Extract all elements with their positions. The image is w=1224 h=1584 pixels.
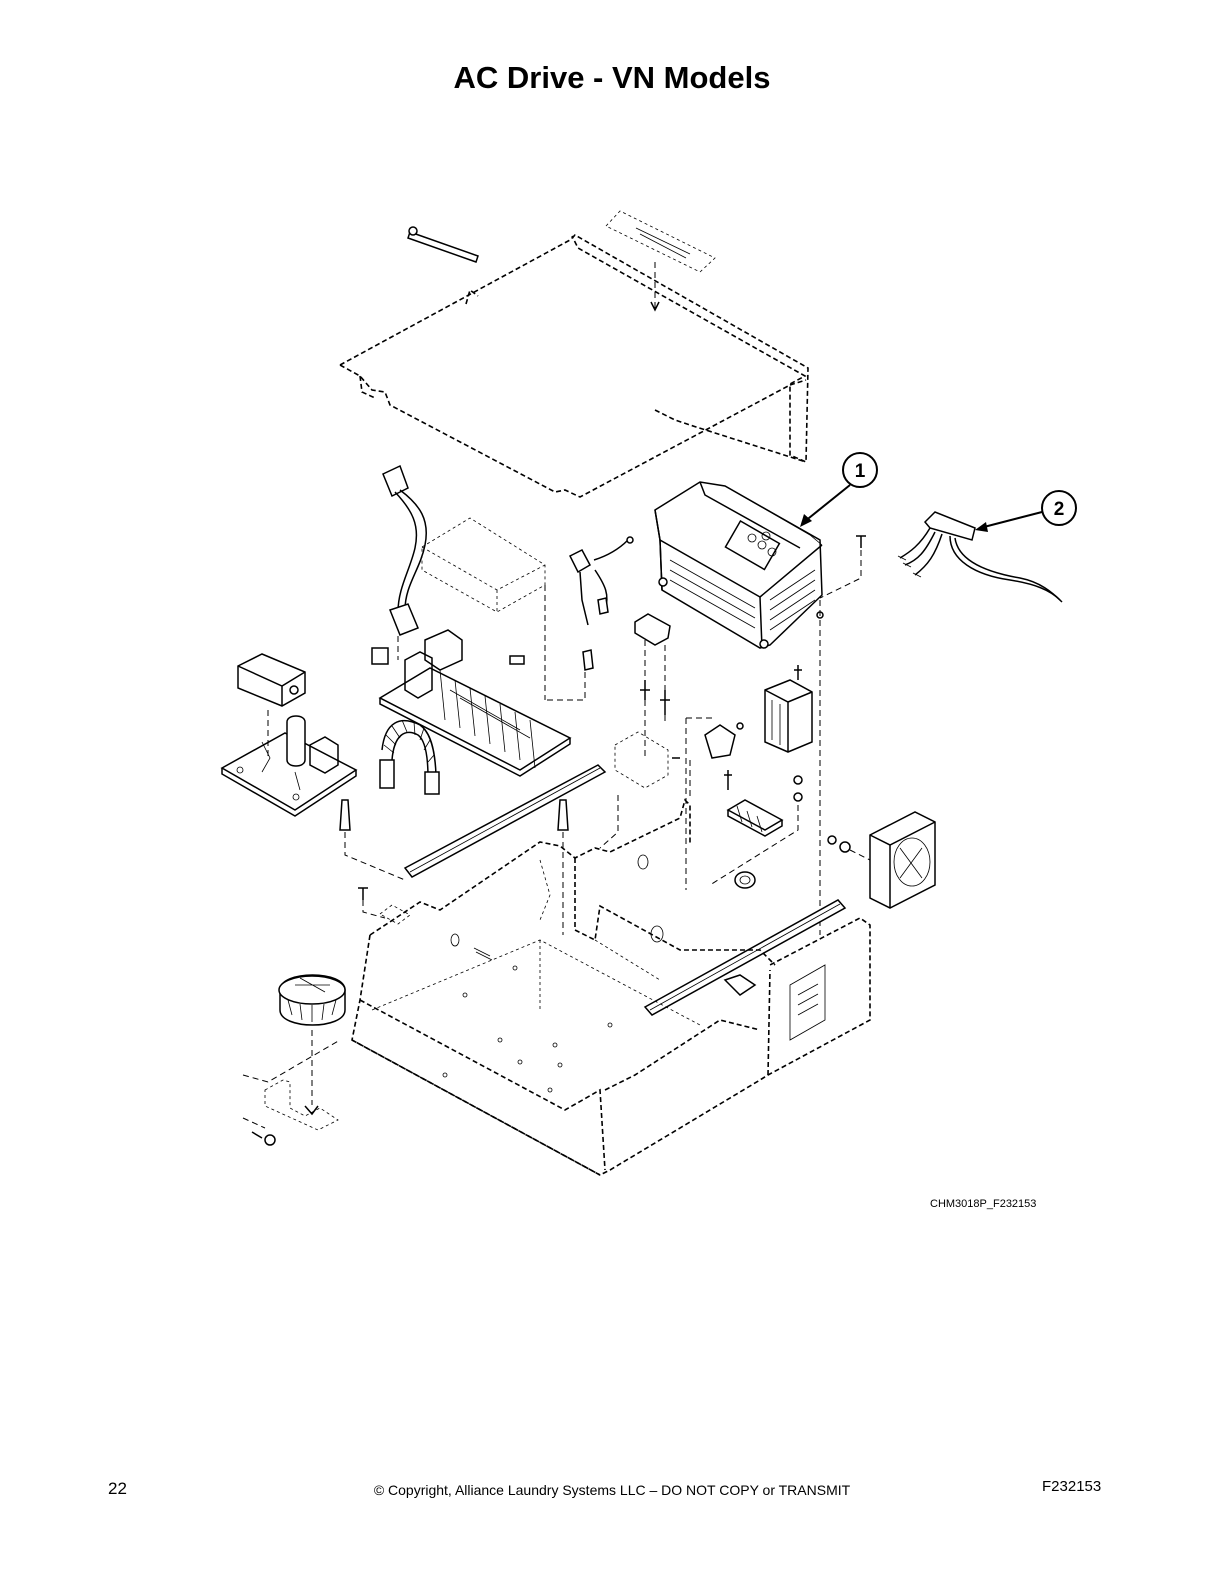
assembly-leader-lines xyxy=(267,740,691,849)
grommet-bushing xyxy=(734,871,756,889)
standoff-left xyxy=(339,799,406,881)
fuse-harness xyxy=(545,536,634,701)
lower-bracket xyxy=(242,1079,339,1146)
component-cover-box xyxy=(421,517,546,700)
wire-harness xyxy=(897,511,1063,603)
din-rail-left xyxy=(403,764,607,878)
terminal-block-top xyxy=(634,613,671,760)
label-plate xyxy=(605,210,716,312)
callout-2: 2 xyxy=(975,490,1077,532)
din-rail-right xyxy=(643,899,847,1016)
cooling-fan xyxy=(827,811,936,909)
mounting-bracket-small xyxy=(614,731,680,789)
chassis-enclosure xyxy=(351,798,871,1176)
contactor xyxy=(709,665,813,886)
ac-drive-unit xyxy=(654,481,824,649)
callout-1-label: 1 xyxy=(855,461,866,482)
connector-harness-left xyxy=(382,464,427,660)
drive-screw xyxy=(819,535,866,599)
standoff-center xyxy=(557,799,569,935)
chassis-screw-left xyxy=(358,887,411,925)
page-title: AC Drive - VN Models xyxy=(453,60,771,95)
hold-down-strap xyxy=(407,226,479,263)
document-id: F232153 xyxy=(1042,1478,1102,1495)
control-board xyxy=(371,629,572,777)
callout-1: 1 xyxy=(800,452,878,527)
switch-assembly xyxy=(685,717,744,890)
selector-dial xyxy=(242,974,346,1105)
page-number: 22 xyxy=(108,1479,127,1498)
copyright-notice: © Copyright, Alliance Laundry Systems LL… xyxy=(373,1482,851,1498)
callout-2-label: 2 xyxy=(1054,499,1065,520)
terminal-strip xyxy=(724,770,784,837)
top-cover-panel xyxy=(339,234,809,498)
relay-module xyxy=(237,653,306,740)
figure-id: CHM3018P_F232153 xyxy=(930,1198,1037,1210)
ribbon-cable xyxy=(379,719,440,795)
interface-board xyxy=(220,715,358,817)
